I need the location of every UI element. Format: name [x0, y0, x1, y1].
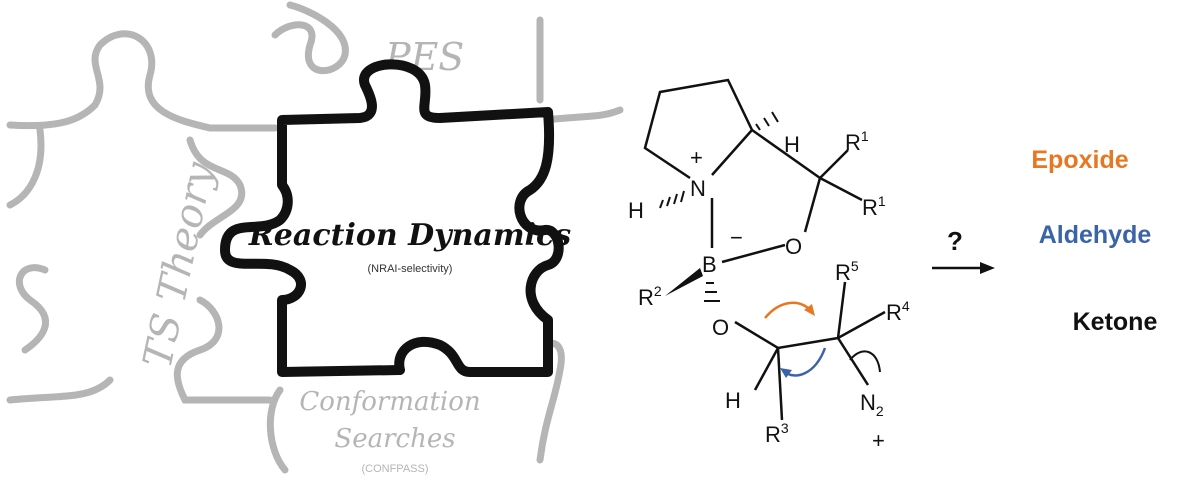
blue-arrow-head — [780, 368, 792, 378]
ts-theory-label: TS Theory — [135, 157, 224, 372]
atom-h2: H — [784, 132, 800, 157]
atom-r2: R2 — [638, 283, 662, 310]
atom-r5: R5 — [835, 258, 859, 285]
product-epoxide: Epoxide — [1031, 146, 1128, 174]
searches-label: Searches — [334, 424, 455, 454]
hashed-bonds — [659, 111, 779, 302]
arrow-head — [980, 262, 995, 274]
arrow-question-label: ? — [947, 226, 963, 256]
orange-arrow-head — [804, 304, 815, 316]
gray-puzzle-pieces — [6, 1, 624, 474]
atom-r4: R4 — [886, 298, 910, 325]
charge-plus-n2: + — [872, 428, 885, 453]
reaction-dynamics-title: Reaction Dynamics — [248, 218, 571, 253]
atom-h3: H — [725, 388, 741, 413]
product-aldehyde: Aldehyde — [1039, 221, 1152, 249]
charge-minus: − — [730, 225, 743, 250]
conformation-label: Conformation — [299, 387, 480, 417]
atom-o2: O — [712, 315, 729, 340]
black-curved-arrow — [849, 350, 881, 373]
atom-r3: R3 — [765, 420, 789, 447]
atom-r1a: R1 — [845, 128, 869, 155]
wedge-bond — [665, 268, 703, 296]
reaction-dynamics-subtitle: (NRAI-selectivity) — [368, 263, 453, 275]
atom-h1: H — [628, 198, 644, 223]
atom-b: B — [702, 252, 717, 277]
atom-n2: N2 — [860, 390, 884, 419]
blue-curved-arrow — [784, 347, 827, 377]
molecule-atoms: N + H H B − O O R1 R1 R2 R5 R4 H R3 N2 + — [628, 128, 910, 453]
charge-plus: + — [690, 145, 703, 170]
confpass-label: (CONFPASS) — [361, 463, 428, 475]
center-puzzle-piece — [220, 59, 564, 377]
atom-o1: O — [785, 234, 802, 259]
molecule-bonds — [643, 78, 985, 421]
atom-r1b: R1 — [862, 193, 886, 220]
atom-n: N — [690, 176, 706, 201]
product-ketone: Ketone — [1073, 308, 1158, 336]
